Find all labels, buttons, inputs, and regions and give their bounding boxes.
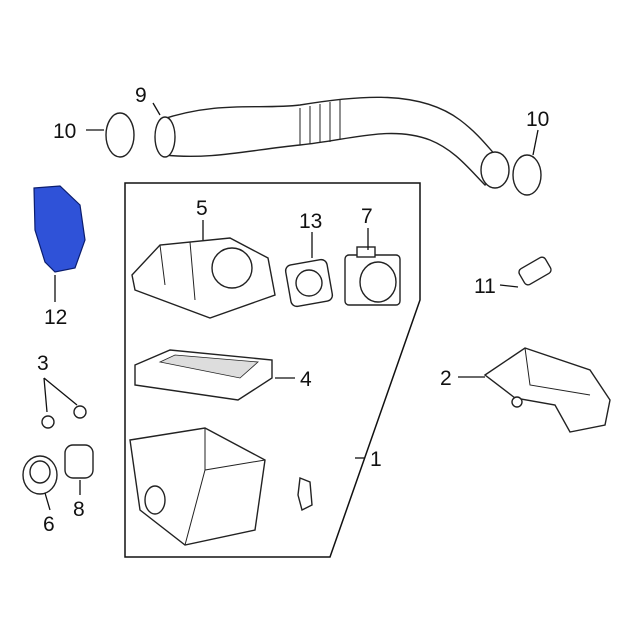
label-10-right: 10 — [526, 108, 549, 131]
label-8: 8 — [73, 498, 85, 521]
bolt[interactable] — [41, 415, 55, 429]
grommet[interactable] — [22, 455, 58, 495]
label-12: 12 — [44, 306, 67, 329]
label-1: 1 — [370, 448, 382, 471]
temperature-sensor[interactable] — [518, 256, 553, 287]
label-10-left: 10 — [53, 120, 76, 143]
label-13: 13 — [299, 210, 322, 233]
hose-clamp-left[interactable] — [105, 112, 135, 158]
label-5: 5 — [196, 197, 208, 220]
label-9: 9 — [135, 84, 147, 107]
sleeve[interactable] — [64, 444, 94, 479]
label-3: 3 — [37, 352, 49, 375]
intake-hose[interactable] — [154, 96, 510, 189]
mounting-bracket[interactable] — [483, 347, 611, 433]
air-duct-highlighted[interactable] — [33, 185, 86, 273]
air-cleaner-lid[interactable] — [131, 237, 276, 319]
mass-air-flow-sensor[interactable] — [344, 246, 401, 306]
label-6: 6 — [43, 513, 55, 536]
air-box-lower[interactable] — [129, 427, 266, 546]
label-2: 2 — [440, 367, 452, 390]
air-filter[interactable] — [134, 349, 273, 401]
label-7: 7 — [361, 205, 373, 228]
retaining-clip[interactable] — [297, 477, 313, 512]
bolt[interactable] — [73, 405, 87, 419]
hose-clamp-right[interactable] — [512, 154, 542, 196]
label-4: 4 — [300, 368, 312, 391]
gasket[interactable] — [284, 258, 334, 308]
label-11: 11 — [474, 275, 496, 298]
assembly-outline — [124, 182, 421, 558]
